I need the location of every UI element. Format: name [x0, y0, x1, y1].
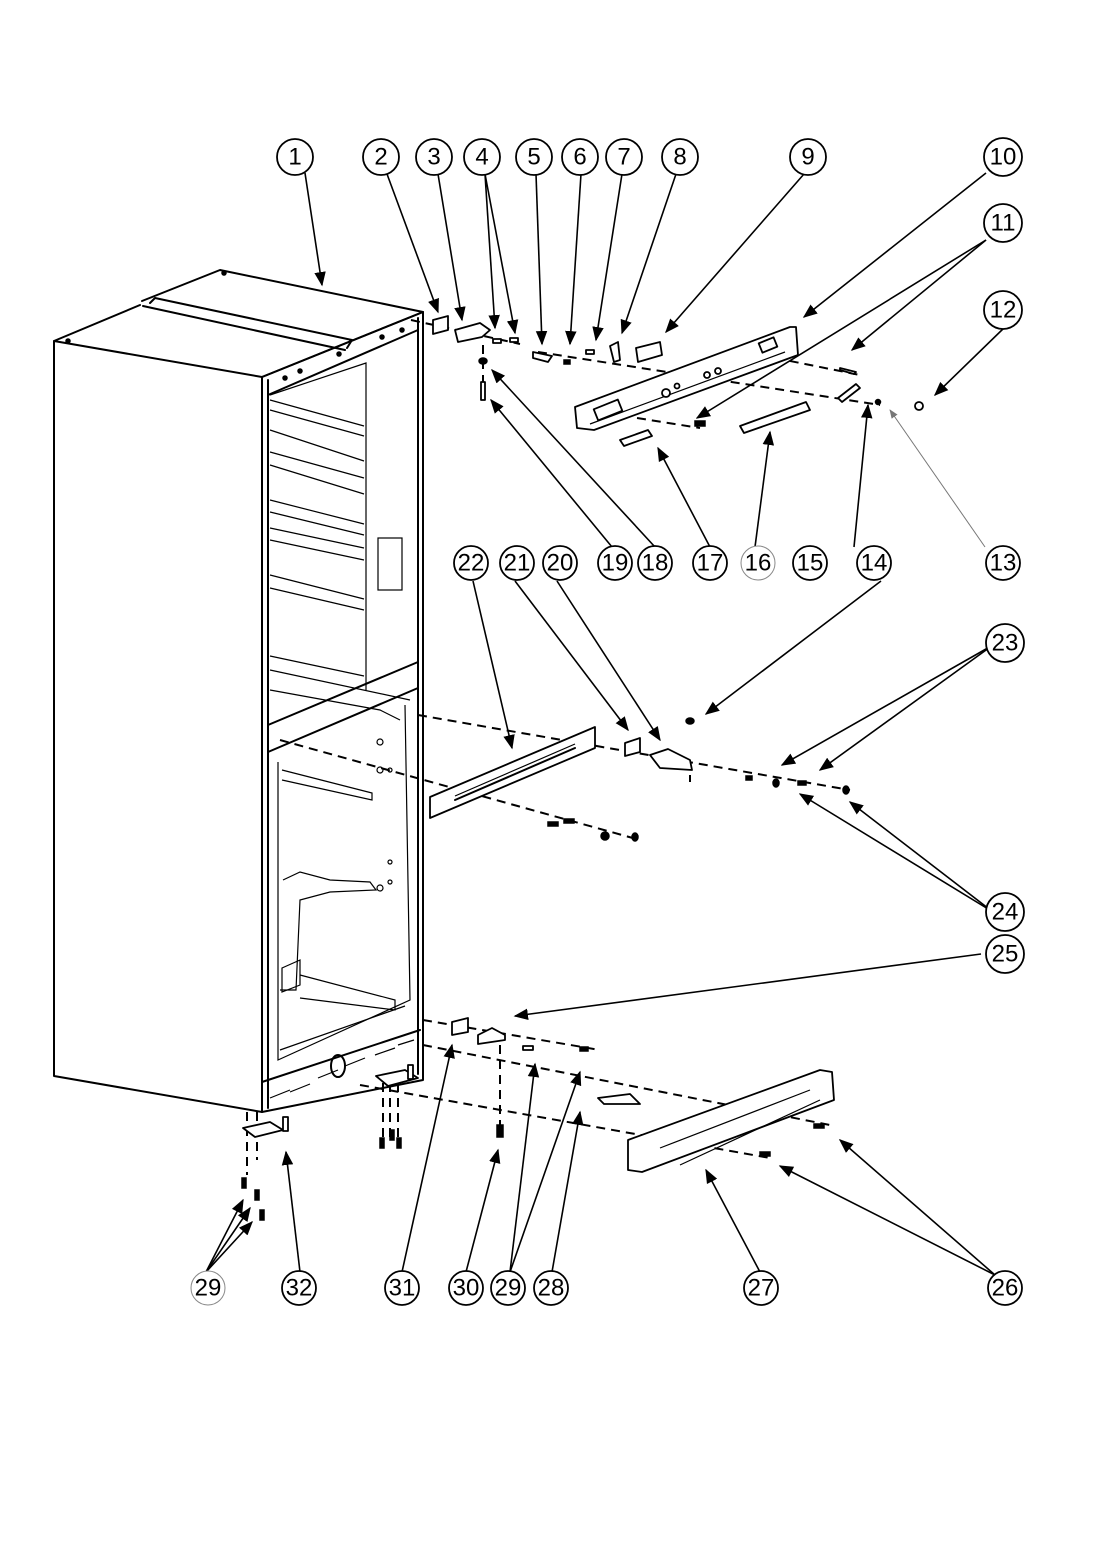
svg-text:10: 10 — [990, 144, 1017, 171]
callout-15: 15 — [792, 545, 828, 581]
callout-7: 7 — [605, 138, 643, 176]
svg-text:4: 4 — [475, 144, 488, 171]
callout-21: 21 — [499, 545, 535, 581]
callout-32: 32 — [281, 1270, 317, 1306]
cabinet — [53, 269, 424, 1113]
svg-text:8: 8 — [673, 144, 686, 171]
svg-text:18: 18 — [642, 550, 669, 577]
callout-11: 11 — [983, 203, 1023, 243]
svg-text:1: 1 — [288, 144, 301, 171]
callout-6: 6 — [561, 138, 599, 176]
svg-text:19: 19 — [602, 550, 629, 577]
callout-29-left: 29 — [190, 1270, 226, 1306]
callout-10: 10 — [983, 137, 1023, 177]
callout-5: 5 — [515, 138, 553, 176]
svg-text:31: 31 — [389, 1275, 416, 1302]
svg-text:14: 14 — [861, 550, 888, 577]
svg-text:30: 30 — [453, 1275, 480, 1302]
callout-12: 12 — [983, 290, 1023, 330]
callout-2: 2 — [362, 138, 400, 176]
svg-text:11: 11 — [991, 210, 1016, 237]
callout-14: 14 — [856, 545, 892, 581]
svg-text:17: 17 — [697, 550, 724, 577]
svg-text:20: 20 — [547, 550, 574, 577]
svg-text:2: 2 — [374, 144, 387, 171]
leader-lines — [205, 172, 1006, 1276]
bottom-hinge-assembly — [241, 1017, 835, 1221]
callout-23: 23 — [985, 623, 1025, 663]
svg-text:5: 5 — [527, 144, 540, 171]
callout-19: 19 — [597, 545, 633, 581]
callout-1: 1 — [276, 138, 314, 176]
callout-24: 24 — [985, 892, 1025, 932]
callout-28: 28 — [533, 1270, 569, 1306]
callout-18: 18 — [637, 545, 673, 581]
svg-text:27: 27 — [748, 1275, 775, 1302]
svg-text:29: 29 — [195, 1275, 222, 1302]
callout-27: 27 — [743, 1270, 779, 1306]
callout-20: 20 — [542, 545, 578, 581]
svg-text:28: 28 — [538, 1275, 565, 1302]
svg-text:26: 26 — [992, 1275, 1019, 1302]
svg-text:25: 25 — [992, 941, 1019, 968]
svg-text:6: 6 — [573, 144, 586, 171]
callout-13: 13 — [985, 545, 1021, 581]
svg-text:16: 16 — [745, 550, 772, 577]
svg-text:23: 23 — [992, 630, 1019, 657]
callout-22: 22 — [453, 545, 489, 581]
middle-hinge-assembly — [279, 714, 851, 842]
callout-9: 9 — [789, 138, 827, 176]
svg-text:21: 21 — [504, 550, 531, 577]
callout-26: 26 — [987, 1270, 1023, 1306]
svg-text:7: 7 — [617, 144, 630, 171]
svg-text:22: 22 — [458, 550, 485, 577]
svg-text:12: 12 — [990, 297, 1017, 324]
callout-3: 3 — [415, 138, 453, 176]
callouts: 1 2 3 4 5 6 7 8 9 10 11 12 13 14 15 16 1… — [190, 137, 1025, 1306]
svg-text:15: 15 — [797, 550, 824, 577]
callout-8: 8 — [661, 138, 699, 176]
svg-text:29: 29 — [495, 1275, 522, 1302]
svg-text:9: 9 — [801, 144, 814, 171]
callout-29: 29 — [490, 1270, 526, 1306]
svg-text:13: 13 — [990, 550, 1017, 577]
top-hinge-assembly — [410, 315, 924, 447]
callout-4: 4 — [463, 138, 501, 176]
callout-30: 30 — [448, 1270, 484, 1306]
callout-25: 25 — [985, 934, 1025, 974]
svg-text:32: 32 — [286, 1275, 313, 1302]
callout-16: 16 — [740, 545, 776, 581]
callout-17: 17 — [692, 545, 728, 581]
svg-text:3: 3 — [427, 144, 440, 171]
callout-31: 31 — [384, 1270, 420, 1306]
svg-text:24: 24 — [992, 899, 1019, 926]
